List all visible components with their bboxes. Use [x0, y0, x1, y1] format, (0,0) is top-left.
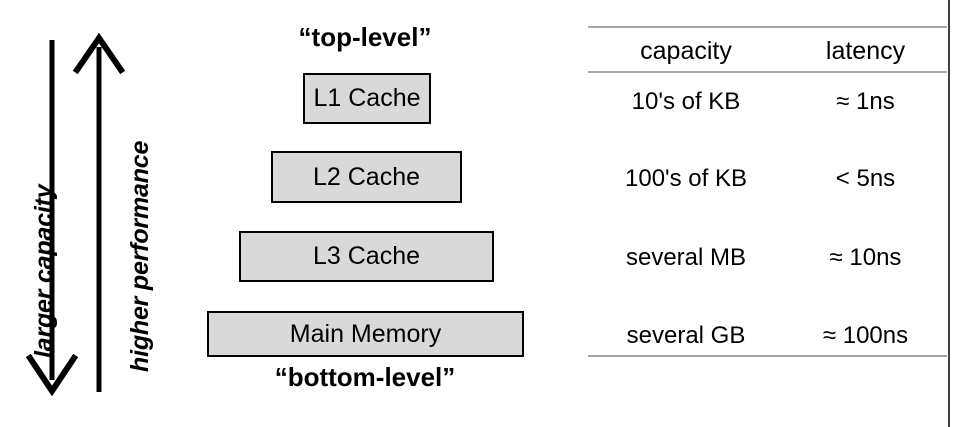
table-header-capacity: capacity [640, 37, 732, 65]
capacity-latency-table: capacity latency 10's of KB ≈ 1ns 100's … [588, 0, 948, 427]
table-rule-top [588, 26, 947, 28]
axis-arrows-group: larger capacity higher performance [0, 0, 190, 427]
page-right-border [948, 0, 950, 427]
axis-label-larger-capacity: larger capacity [30, 184, 58, 359]
table-cell-capacity-l2: 100's of KB [625, 165, 747, 192]
axis-arrows-svg [25, 32, 126, 397]
table-rule-header [588, 71, 947, 73]
table-cell-latency-l2: < 5ns [835, 165, 896, 192]
table-cell-latency-l1: ≈ 1ns [836, 88, 895, 115]
table-cell-capacity-main-memory: several GB [626, 322, 746, 349]
arrow-up-icon [72, 32, 126, 392]
axis-label-higher-performance: higher performance [126, 140, 154, 372]
bottom-level-label: “bottom-level” [274, 362, 456, 392]
table-cell-latency-l3: ≈ 10ns [829, 244, 902, 271]
table-cell-latency-main-memory: ≈ 100ns [822, 322, 909, 349]
memory-level-box-l1-cache[interactable]: L1 Cache [303, 73, 431, 124]
table-rule-bottom [588, 355, 947, 357]
memory-level-box-l2-cache[interactable]: L2 Cache [271, 151, 462, 203]
memory-level-box-l3-cache[interactable]: L3 Cache [239, 231, 494, 282]
arrow-down-icon [25, 40, 79, 397]
table-header-latency: latency [825, 37, 906, 65]
memory-level-box-main-memory[interactable]: Main Memory [207, 311, 524, 357]
table-cell-capacity-l3: several MB [625, 244, 747, 271]
table-cell-capacity-l1: 10's of KB [631, 88, 741, 115]
top-level-label: “top-level” [298, 22, 432, 52]
